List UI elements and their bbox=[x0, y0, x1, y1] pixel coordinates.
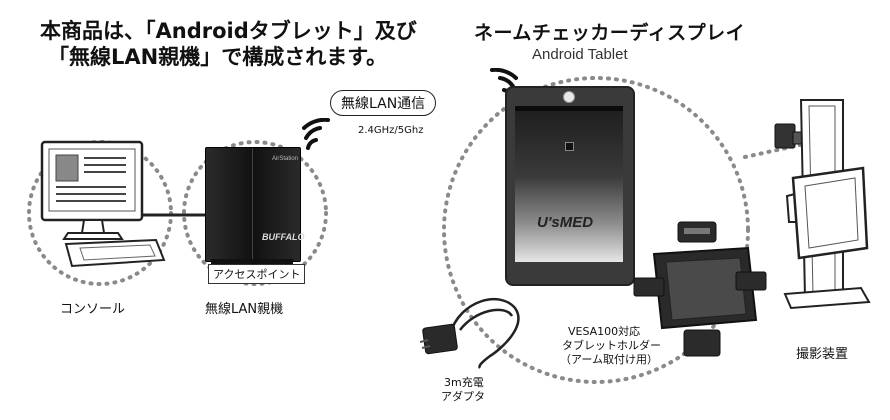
router-label: 無線LAN親機 bbox=[205, 302, 284, 317]
intro-line-1: 本商品は、「Androidタブレット」及び bbox=[40, 19, 417, 43]
holder-icon bbox=[633, 221, 767, 357]
tablet-camera-dot bbox=[563, 91, 575, 103]
tablet-status-bar bbox=[515, 106, 623, 111]
router-brand-text: BUFFALO bbox=[262, 232, 305, 242]
tablet-app-icon bbox=[565, 142, 574, 151]
wireless-bands: 2.4GHz/5Ghz bbox=[358, 125, 424, 136]
intro-line-2: 「無線LAN親機」で構成されます。 bbox=[48, 45, 388, 69]
tablet-icon: U'sMED bbox=[505, 86, 635, 286]
product-title: ネームチェッカーディスプレイ bbox=[474, 22, 746, 44]
router-icon: AirStation BUFFALO bbox=[205, 147, 305, 262]
holder-line-2: タブレットホルダー bbox=[562, 339, 661, 352]
adapter-line-1: 3m充電 bbox=[444, 376, 484, 389]
product-subtitle: Android Tablet bbox=[532, 46, 628, 63]
wifi-icon bbox=[302, 118, 330, 150]
holder-line-3: （アーム取付け用） bbox=[560, 353, 659, 366]
adapter-icon bbox=[420, 298, 520, 369]
adapter-line-2: アダプタ bbox=[441, 390, 485, 403]
console-label: コンソール bbox=[60, 302, 126, 317]
router-dotted-circle bbox=[182, 140, 328, 286]
holder-line-1: VESA100対応 bbox=[568, 325, 641, 338]
keyboard-icon bbox=[64, 238, 166, 268]
router-tag: アクセスポイント bbox=[208, 264, 306, 284]
wireless-label: 無線LAN通信 bbox=[330, 90, 437, 116]
router-model-text: AirStation bbox=[272, 156, 299, 162]
imaging-stand-icon bbox=[774, 99, 871, 310]
router-base bbox=[211, 259, 293, 264]
monitor-icon bbox=[40, 140, 144, 240]
camera-label: 撮影装置 bbox=[796, 347, 849, 362]
tablet-dotted-circle bbox=[442, 76, 750, 384]
tablet-screen: U'sMED bbox=[515, 106, 623, 262]
router-divider bbox=[252, 148, 253, 261]
tablet-logo: U'sMED bbox=[537, 214, 594, 231]
